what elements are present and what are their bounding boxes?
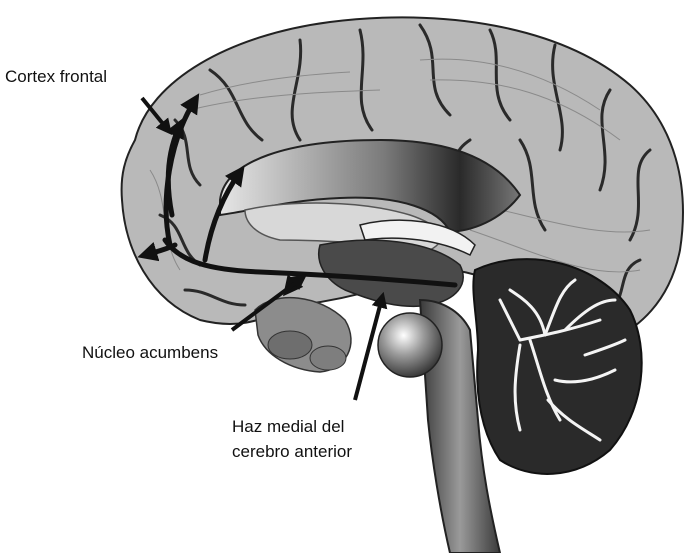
label-medial-forebrain-bundle-line2: cerebro anterior <box>232 442 352 461</box>
pituitary <box>310 346 346 370</box>
label-medial-forebrain-bundle-line1: Haz medial del <box>232 417 344 436</box>
mammillary-body <box>268 331 312 359</box>
label-nucleus-accumbens: Núcleo acumbens <box>82 343 218 362</box>
label-frontal-cortex: Cortex frontal <box>5 67 107 86</box>
pons <box>378 313 442 377</box>
